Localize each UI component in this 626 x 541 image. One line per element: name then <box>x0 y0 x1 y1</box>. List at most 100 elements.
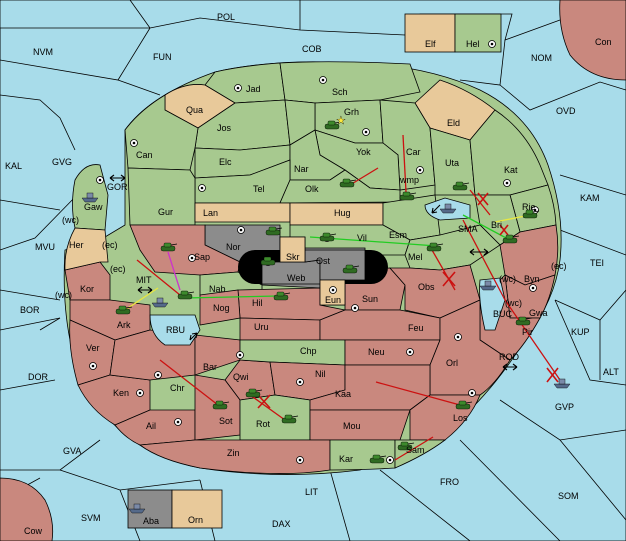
fail-x-icon <box>546 367 559 383</box>
label-fro: FRO <box>440 477 459 487</box>
territory-con[interactable] <box>559 0 626 81</box>
label-olk: Olk <box>305 184 319 194</box>
convoy-markers <box>109 174 518 371</box>
fail-x-icon <box>499 224 509 236</box>
label-hel: Hel <box>466 39 480 49</box>
move-arrow-green <box>462 214 511 241</box>
label-sch: Sch <box>332 87 348 97</box>
label-qwi: Qwi <box>233 372 249 382</box>
label-chp: Chp <box>300 346 317 356</box>
label-tel: Tel <box>253 184 265 194</box>
label-ovd: OVD <box>556 106 576 116</box>
move-arrow-red <box>159 359 219 406</box>
territory-uta[interactable] <box>429 127 476 196</box>
label-hil: Hil <box>252 298 263 308</box>
label-sam: Sam <box>406 445 425 455</box>
territory-neu[interactable] <box>344 339 441 366</box>
label-sap: Sap <box>194 252 210 262</box>
label-alt: ALT <box>603 367 619 377</box>
label-mou: Mou <box>343 421 361 431</box>
territory-can[interactable] <box>124 94 199 171</box>
territory-her[interactable] <box>64 227 109 271</box>
label-her: Her <box>69 240 84 250</box>
label-sma: SMA <box>458 224 478 234</box>
label-bri: Bri <box>491 220 502 230</box>
label-kat: Kat <box>504 165 518 175</box>
territory-rot[interactable] <box>239 394 311 441</box>
label-gvp: GVP <box>555 402 574 412</box>
label-esm: Esm <box>389 230 407 240</box>
territory-gur[interactable] <box>127 167 196 226</box>
double-arrow-icon <box>109 174 126 182</box>
label-gaw: Gaw <box>84 202 103 212</box>
label-can: Can <box>136 150 153 160</box>
move-arrow-red <box>249 394 286 421</box>
double-arrow-icon <box>469 248 489 256</box>
label-elc: Elc <box>219 157 232 167</box>
sea-buc-bay[interactable] <box>479 277 506 331</box>
label-dor: DOR <box>28 372 49 382</box>
label-mit: MIT <box>136 275 152 285</box>
label-vil: Vil <box>357 233 367 243</box>
label-nil: Nil <box>315 369 326 379</box>
label-ken: Ken <box>113 388 129 398</box>
territory-chp[interactable] <box>239 339 346 366</box>
supply-centers <box>89 40 539 464</box>
arrow-icon <box>189 332 198 341</box>
label-nvm: NVM <box>33 47 53 57</box>
label-kam: KAM <box>580 193 600 203</box>
label-wmp: wmp <box>399 175 419 185</box>
label-ail: Ail <box>146 421 156 431</box>
label-kal: KAL <box>5 161 22 171</box>
label-pol: POL <box>217 12 235 22</box>
label-con: Con <box>595 37 612 47</box>
label-nab: Nab <box>209 284 226 294</box>
label-pir: Pir <box>522 327 533 337</box>
label-som: SOM <box>558 491 579 501</box>
move-arrow-green <box>184 295 279 299</box>
fail-x-icon <box>442 271 456 287</box>
label-orl: Orl <box>446 358 458 368</box>
label-buc: BUC <box>493 309 513 319</box>
label-gwa: Gwa <box>529 308 548 318</box>
map-labels: POL COB NVM FUN NOM Con OVD KAL GVG KAM … <box>5 12 619 536</box>
label-rod: ROD <box>499 352 520 362</box>
label-kor: Kor <box>80 284 94 294</box>
star-icon: ★ <box>336 115 346 127</box>
label-los: Los <box>453 413 468 423</box>
territory-elf[interactable] <box>404 13 456 53</box>
label-gvg: GVG <box>52 157 72 167</box>
territory-ken[interactable] <box>77 374 151 426</box>
move-arrow-red <box>402 134 407 193</box>
label-nar: Nar <box>294 164 309 174</box>
label-lan: Lan <box>203 208 218 218</box>
label-car: Car <box>406 147 421 157</box>
label-mel: Mel <box>408 252 423 262</box>
label-nor: Nor <box>226 242 241 252</box>
territory-sch[interactable] <box>279 61 421 104</box>
label-grh: Grh <box>344 107 359 117</box>
territory-orn[interactable] <box>171 489 223 529</box>
label-ark: Ark <box>117 320 131 330</box>
label-fun: FUN <box>153 52 172 62</box>
label-uru: Uru <box>254 322 269 332</box>
move-arrow-magenta <box>167 251 181 291</box>
label-byn: Byn <box>524 274 540 284</box>
label-bor: BOR <box>20 305 40 315</box>
move-arrow-yellow <box>124 287 159 311</box>
label-yok: Yok <box>356 147 371 157</box>
label-ver: Ver <box>86 343 100 353</box>
label-jad: Jad <box>246 84 261 94</box>
move-arrow-red <box>349 167 379 186</box>
label-web: Web <box>287 273 305 283</box>
territory-uru[interactable] <box>239 317 321 341</box>
fail-x-icon <box>477 192 489 206</box>
label-svm: SVM <box>81 513 101 523</box>
move-arrow-red <box>431 249 456 291</box>
label-gaw-wc: (wc) <box>62 215 79 225</box>
move-arrow-red <box>394 436 434 461</box>
territory-cow[interactable] <box>0 477 54 541</box>
label-hug: Hug <box>334 208 351 218</box>
